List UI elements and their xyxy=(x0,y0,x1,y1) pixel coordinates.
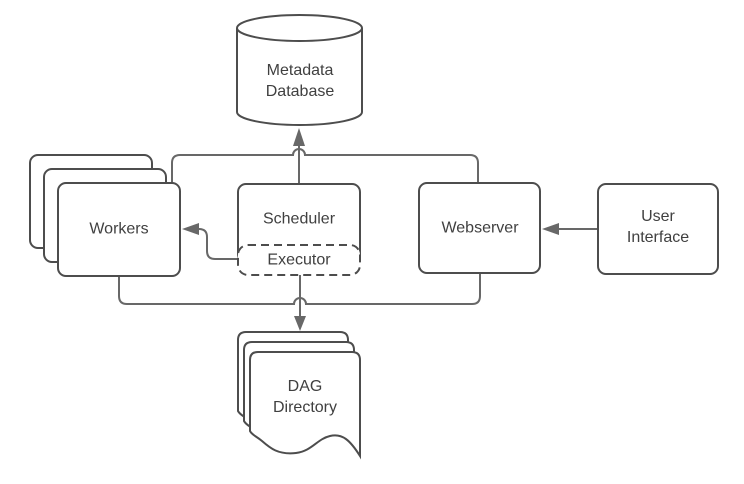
edge-layer xyxy=(118,128,598,331)
metadata-database-cylinder xyxy=(236,14,363,126)
executor-dashed-box xyxy=(237,244,361,276)
edge-executor-to-workers xyxy=(197,228,238,260)
dag-document-front xyxy=(249,351,361,460)
workers-box-front xyxy=(57,182,181,277)
cylinder-top xyxy=(236,14,363,42)
workers-box-stack xyxy=(29,154,181,277)
dag-directory-document-stack xyxy=(237,331,361,460)
user-interface-box xyxy=(597,183,719,275)
arrowhead-into-dag-directory xyxy=(294,316,306,331)
arrowhead-into-webserver xyxy=(542,223,559,235)
cylinder-body xyxy=(236,28,363,126)
arrowhead-into-workers xyxy=(182,223,199,235)
arrowhead-into-metadata-db xyxy=(293,128,305,146)
edge-top-bus-workers-webserver-to-db xyxy=(171,148,479,184)
webserver-box xyxy=(418,182,541,274)
